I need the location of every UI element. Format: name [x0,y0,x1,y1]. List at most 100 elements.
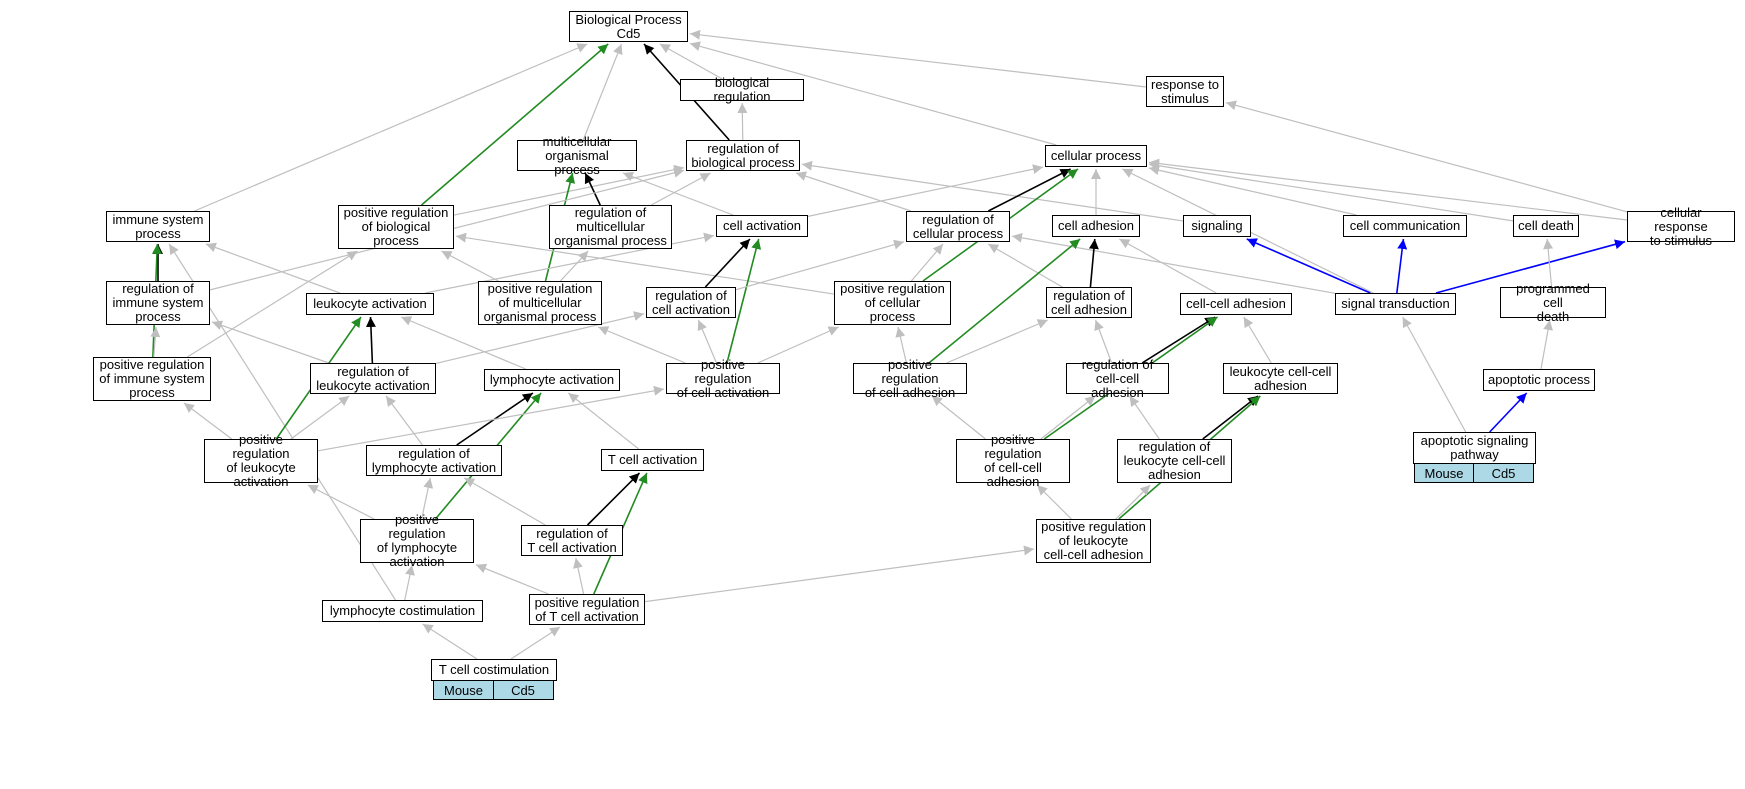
edge-gray [1115,484,1151,520]
go-term-node[interactable]: cell communication [1343,215,1467,237]
go-term-node[interactable]: positive regulation of cellular process [834,281,951,325]
edge-gray [689,29,1147,88]
edge-gray [946,319,1049,364]
edge-blue [1246,238,1371,294]
go-term-node[interactable]: cell adhesion [1052,215,1140,237]
go-term-node[interactable]: positive regulation of leukocyte activat… [204,433,318,489]
edge-black [1202,395,1259,440]
go-term-node[interactable]: regulation of leukocyte cell-cell adhesi… [1117,439,1232,483]
go-term-node[interactable]: positive regulation of T cell activation [529,594,645,625]
go-term-node[interactable]: apoptotic process [1483,369,1595,391]
edge-gray [290,395,350,440]
edge-black [987,168,1071,212]
edge-gray [435,311,645,365]
go-term-node[interactable]: lymphocyte costimulation [322,600,483,622]
go-term-node[interactable]: regulation of T cell activation [521,525,623,556]
go-term-node[interactable]: regulation of multicellular organismal p… [549,205,672,249]
edge-gray [475,563,549,595]
go-term-node[interactable]: cellular response to stimulus [1627,205,1735,247]
edge-gray [650,172,711,206]
go-term-node[interactable]: cell-cell adhesion [1180,293,1292,315]
go-term-node[interactable]: positive regulation of cell-cell adhesio… [956,433,1070,489]
edge-gray [931,395,986,440]
edge-gray [659,43,723,80]
edge-blue [1489,392,1528,433]
edge-gray [910,243,944,282]
go-term-node[interactable]: leukocyte cell-cell adhesion [1223,363,1338,394]
edge-black [584,172,601,206]
go-term-node[interactable]: multicellular organismal process [517,134,637,176]
go-term-node[interactable]: response to stimulus [1146,76,1224,107]
edge-gray [1036,484,1072,520]
edge-gray [183,402,233,440]
edge-gray [1119,238,1217,294]
edge-black [586,472,641,526]
go-term-node[interactable]: T cell activation [601,449,704,471]
edge-green [928,238,1081,364]
go-term-node[interactable]: regulation of immune system process [106,281,210,325]
go-term-node[interactable]: signal transduction [1335,293,1456,315]
edge-black [1141,316,1216,364]
go-term-node[interactable]: T cell costimulation [431,659,557,681]
go-term-node[interactable]: positive regulation of multicellular org… [478,281,602,325]
edge-gray [205,242,341,294]
go-term-node[interactable]: Biological Process Cd5 [569,11,688,42]
edge-gray [582,43,623,141]
edge-gray [689,41,1057,146]
edge-gray [987,243,1063,288]
edge-black [365,316,376,364]
edge-blue [1396,238,1408,294]
edge-gray [455,232,835,295]
edge-gray [317,385,665,452]
go-term-node[interactable]: positive regulation of cell adhesion [853,357,967,399]
edge-gray [795,171,912,212]
edge-gray [597,326,686,364]
edge-gray [510,626,561,660]
go-term-node[interactable]: regulation of cell activation [646,287,736,318]
edge-gray [422,623,478,660]
go-term-node[interactable]: signaling [1183,215,1251,237]
go-term-node[interactable]: positive regulation of immune system pro… [93,357,211,401]
edge-gray [644,545,1035,603]
edge-gray [801,160,1184,222]
edge-gray [1094,319,1113,364]
go-term-node[interactable]: positive regulation of leukocyte cell-ce… [1036,519,1151,563]
edge-gray [1543,238,1554,288]
go-term-node[interactable]: regulation of cell-cell adhesion [1066,357,1169,399]
edge-gray [1011,232,1336,294]
go-term-node[interactable]: cellular process [1045,145,1147,167]
edge-gray [735,239,905,291]
go-term-node[interactable]: regulation of lymphocyte activation [366,445,502,476]
edge-black [704,238,751,288]
edge-gray [737,102,748,141]
go-term-node[interactable]: positive regulation of cell activation [666,357,780,399]
edge-gray [1540,319,1553,370]
edge-gray [194,43,588,212]
go-term-node[interactable]: regulation of leukocyte activation [310,363,436,394]
edge-gray [1040,395,1096,440]
edge-gray [567,392,640,450]
edge-gray [453,164,685,216]
go-term-node[interactable]: regulation of cell adhesion [1046,287,1132,318]
go-term-node[interactable]: regulation of cellular process [906,211,1010,242]
edge-gray [559,250,589,282]
go-term-node[interactable]: positive regulation of biological proces… [338,205,454,249]
edge-gray [622,171,734,216]
species-tag: Mouse [433,680,494,700]
edge-gray [307,484,375,520]
gene-tag: Cd5 [492,680,554,700]
go-term-node[interactable]: apoptotic signaling pathway [1413,432,1536,464]
go-term-node[interactable]: regulation of biological process [686,140,800,171]
go-term-node[interactable]: leukocyte activation [306,293,434,315]
go-term-node[interactable]: immune system process [106,211,210,242]
go-term-node[interactable]: programmed cell death [1500,281,1606,323]
edge-gray [807,164,1044,217]
species-tag: Mouse [1413,463,1475,483]
go-term-node[interactable]: lymphocyte activation [484,369,620,391]
go-term-node[interactable]: cell activation [716,215,808,237]
go-term-node[interactable]: cell death [1513,215,1579,237]
edge-gray [463,477,546,526]
go-term-node[interactable]: positive regulation of lymphocyte activa… [360,513,474,569]
go-term-node[interactable]: biological regulation [680,76,804,104]
